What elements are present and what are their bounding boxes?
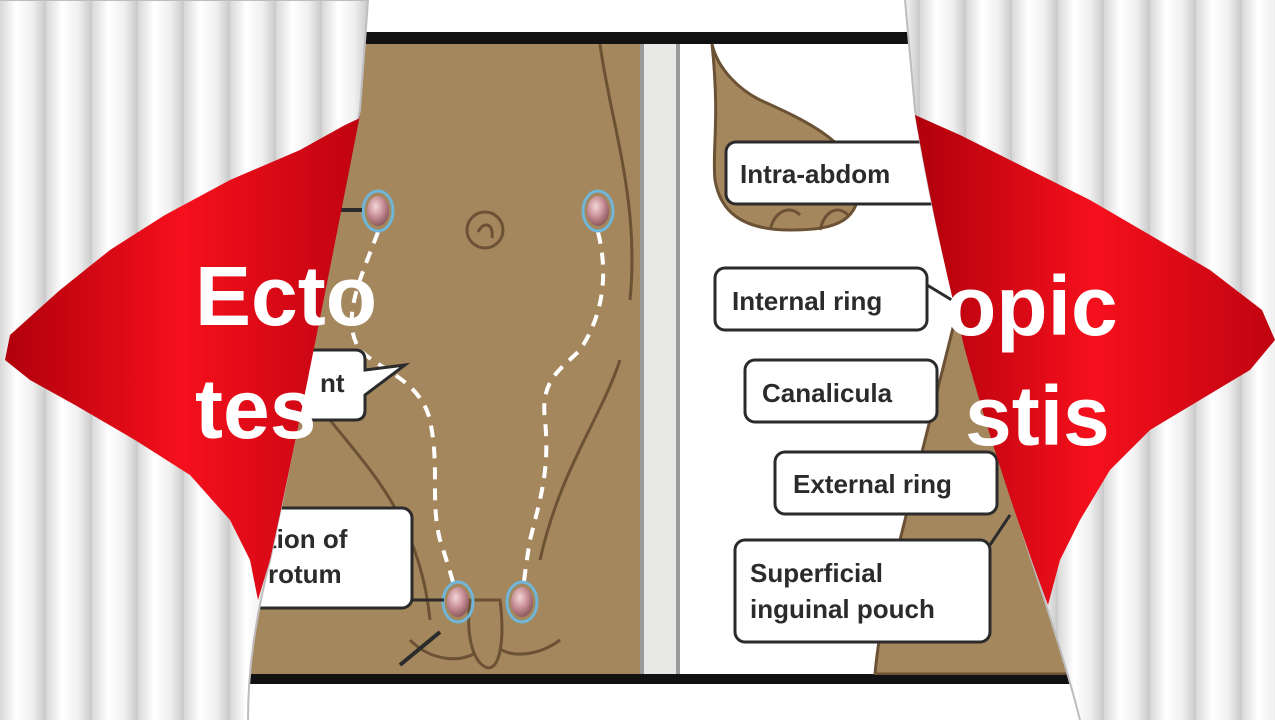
callout-intra-abdominal-text: Intra-abdom	[740, 159, 890, 189]
callout-internal-ring: Internal ring	[713, 266, 961, 332]
banner-right-line1: opic	[945, 259, 1118, 353]
callout-lower: tion of rotum	[245, 506, 444, 610]
testis-marker-lower-right	[505, 580, 539, 624]
callout-external-ring-text: External ring	[793, 469, 952, 499]
callout-intra-abdominal: Intra-abdom	[724, 140, 958, 206]
callout-canalicula: Canalicula	[743, 358, 939, 424]
banner-right: opic stis	[915, 115, 1275, 605]
callout-superficial-line1: Superficial	[750, 558, 883, 588]
testis-marker-lower-left	[441, 580, 475, 624]
callout-superficial-line2: inguinal pouch	[750, 594, 935, 624]
callout-upper-fragment-text: nt	[320, 368, 345, 398]
callout-upper-fragment: nt	[278, 348, 411, 422]
banner-right-line2: stis	[965, 369, 1110, 463]
testis-marker-upper-left	[361, 189, 395, 233]
callout-internal-ring-text: Internal ring	[732, 286, 882, 316]
callout-superficial-pouch: Superficial inguinal pouch	[733, 514, 1012, 644]
callout-external-ring: External ring	[773, 450, 999, 516]
navel	[465, 210, 505, 250]
panel-divider	[640, 44, 680, 674]
banner-left-line1: Ecto	[195, 249, 377, 343]
testis-marker-upper-right	[581, 189, 615, 233]
callout-lower-line1: tion of	[268, 524, 348, 554]
callout-canalicula-text: Canalicula	[762, 378, 893, 408]
callout-lower-line2: rotum	[268, 559, 342, 589]
banner-left: Ecto tes	[5, 115, 377, 600]
descent-path-left	[349, 231, 460, 599]
banner-left-line2: tes	[195, 362, 316, 456]
